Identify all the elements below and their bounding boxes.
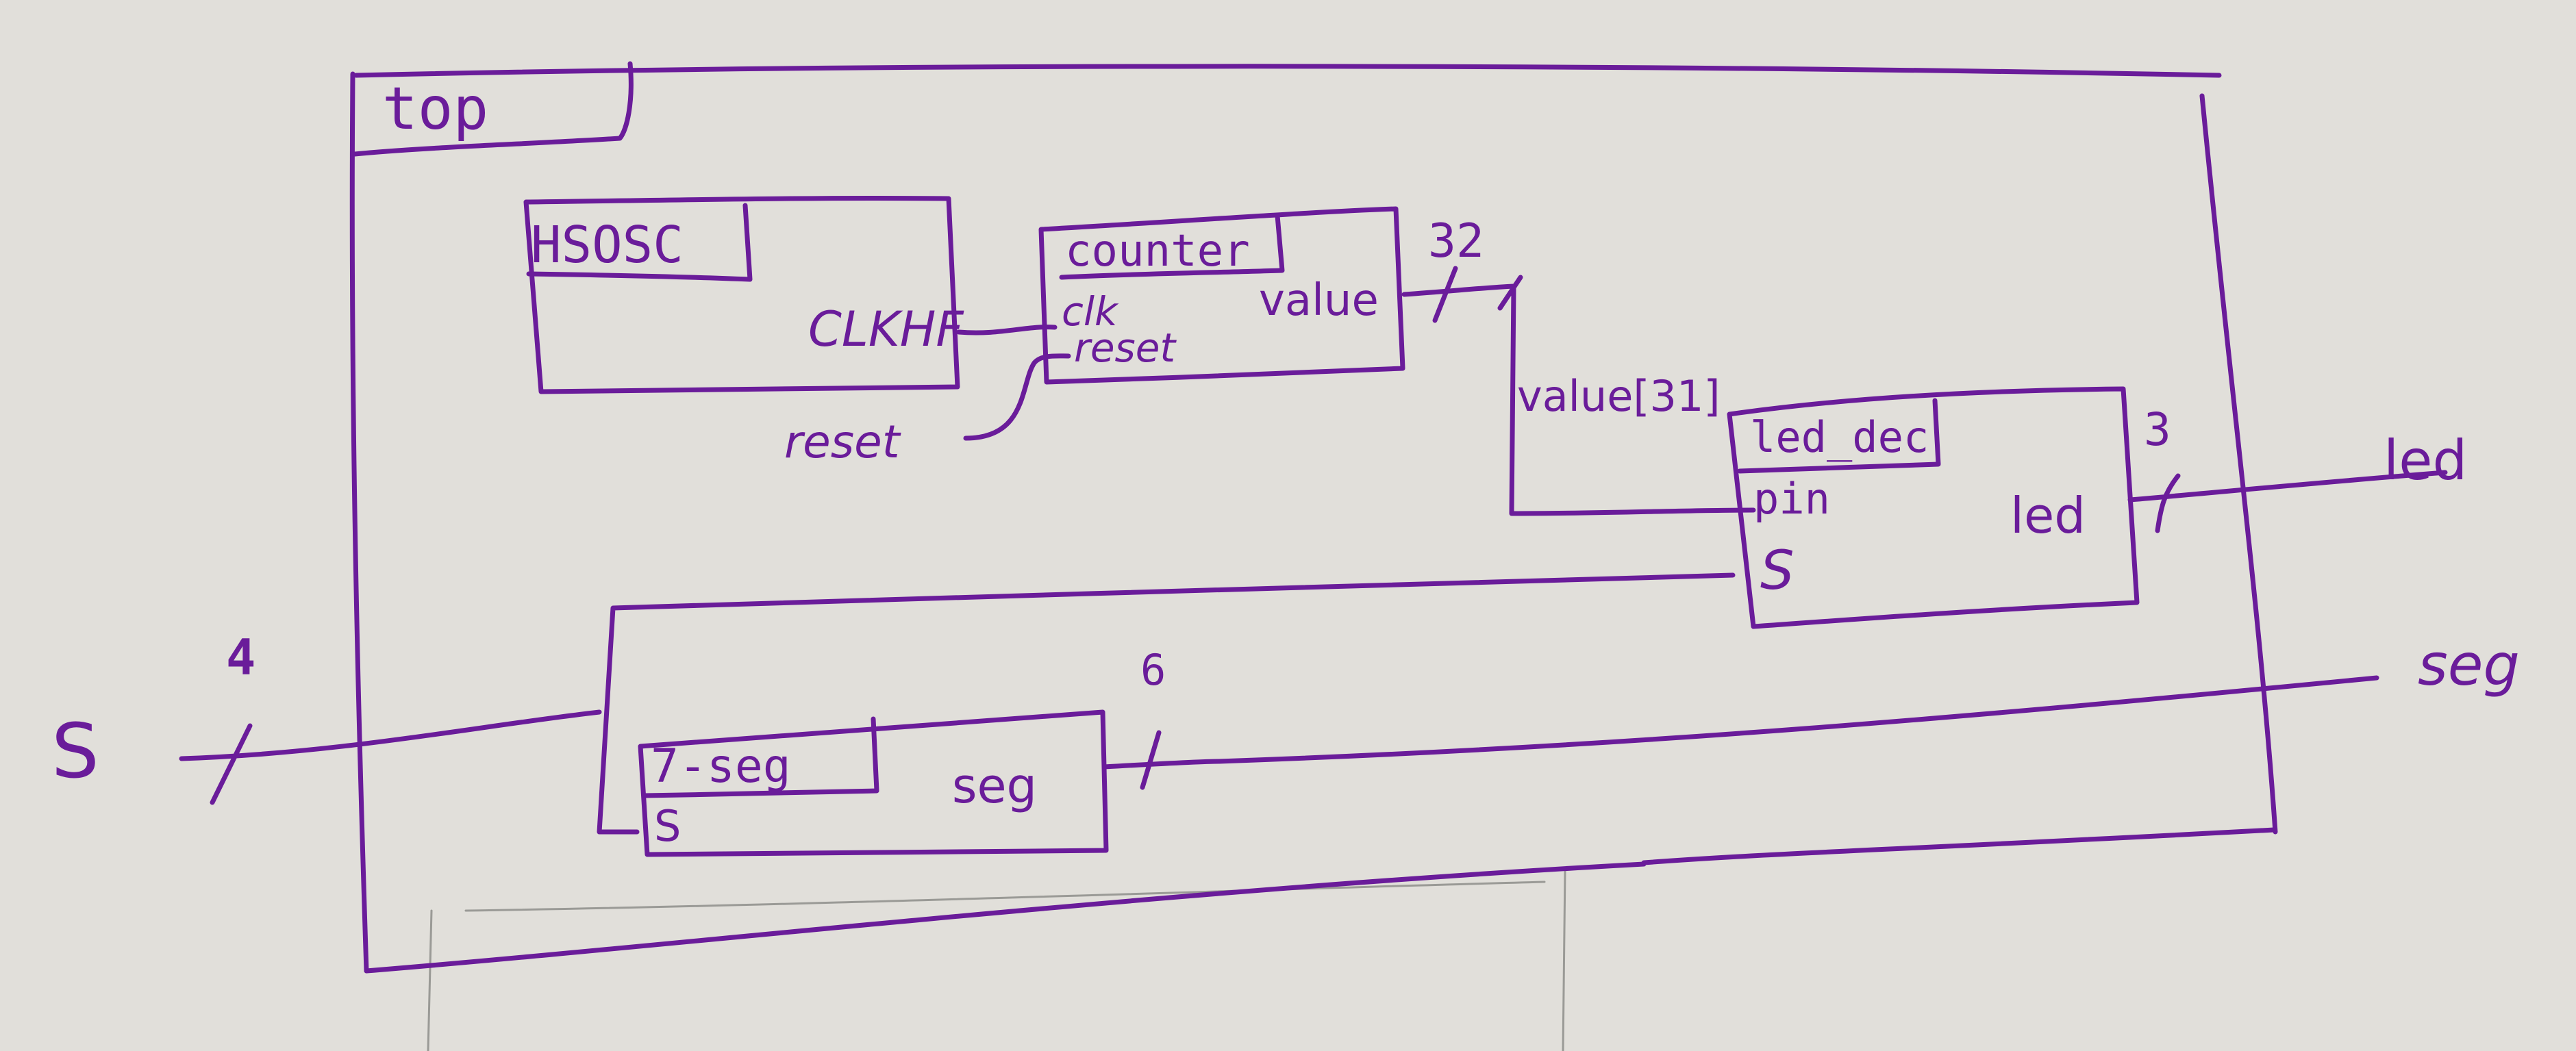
bottom-right-edge (1641, 827, 2277, 865)
s-bus-width: 4 (226, 629, 255, 686)
hsosc-label-tab (526, 203, 753, 282)
wire-led-output (2127, 470, 2448, 503)
led-bus-width: 3 (2144, 403, 2171, 456)
value-bit-label: value[31] (1517, 371, 1721, 421)
wire-s-to-led-dec (597, 572, 1736, 835)
led-dec-block: led_dec pin S led (1727, 386, 2140, 629)
led-dec-port-pin: pin (1753, 474, 1830, 524)
hsosc-block: HSOSC CLKHF (523, 195, 964, 394)
hsosc-label: HSOSC (531, 216, 684, 275)
bus-slash-s (210, 723, 253, 805)
pencil-mark-bottom (464, 881, 1546, 912)
counter-port-reset: reset (1074, 325, 1177, 371)
pencil-mark-left (427, 909, 433, 1051)
wire-reset (963, 353, 1071, 441)
seven-seg-block: 7-seg S seg (638, 709, 1109, 857)
seg-bus-width: 6 (1140, 645, 1166, 695)
top-module: top (349, 61, 2278, 974)
bus-slash-value-bit (1497, 275, 1523, 311)
top-label-tab (352, 61, 634, 157)
counter-label: counter (1065, 226, 1250, 277)
seven-seg-label-tab (641, 716, 879, 798)
counter-port-value: value (1259, 275, 1379, 326)
counter-box (1038, 206, 1405, 385)
left-edge (349, 71, 369, 974)
seven-seg-box (638, 709, 1109, 857)
pencil-mark-right (1562, 868, 1566, 1051)
bus-slash-led (2155, 473, 2181, 533)
counter-label-tab (1059, 213, 1285, 280)
hsosc-port-clkhf: CLKHF (808, 301, 964, 357)
led-dec-label: led_dec (1750, 412, 1929, 462)
seven-seg-port-s: S (654, 801, 681, 851)
seven-seg-port-seg: seg (952, 758, 1037, 814)
counter-block: counter clk reset value (1038, 206, 1405, 385)
s-input-label: S (51, 707, 99, 795)
hsosc-box (523, 195, 960, 394)
led-dec-label-tab (1737, 398, 1941, 474)
seven-seg-label: 7-seg (651, 739, 791, 794)
top-label: top (382, 75, 488, 143)
reset-signal-label: reset (784, 416, 901, 468)
bus-slash-seg (1140, 730, 1162, 790)
wire-seg-output (1101, 675, 2379, 770)
wire-value-bus (1401, 283, 1756, 516)
led-dec-port-led: led (2010, 487, 2086, 544)
seg-output-label: seg (2418, 631, 2520, 698)
right-edge (2199, 93, 2278, 835)
wire-s-input (179, 709, 602, 761)
led-dec-port-s: S (1760, 540, 1795, 602)
top-edge (353, 64, 2222, 78)
led-output-label: led (2384, 429, 2467, 492)
counter-port-clk: clk (1062, 288, 1119, 335)
led-dec-box (1727, 386, 2140, 629)
value-bus-width: 32 (1428, 214, 1484, 268)
bus-slash-value (1432, 266, 1458, 323)
bottom-edge (364, 861, 1647, 974)
